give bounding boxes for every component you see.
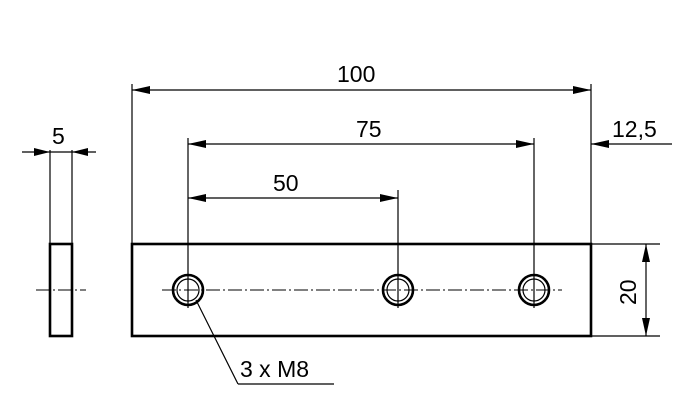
- front-view: [130, 242, 593, 338]
- thickness-arrow-right: [72, 148, 88, 156]
- callout-label: 3 x M8: [240, 356, 309, 382]
- callout-leader: [195, 299, 239, 385]
- height-label: 20: [615, 279, 641, 305]
- thickness-arrow-left: [34, 148, 50, 156]
- dimension-height: 20: [591, 243, 660, 337]
- hole-span-inner-text: 50: [273, 170, 299, 196]
- dimension-hole-span-inner: 50: [188, 170, 398, 202]
- extension-lines: [131, 84, 592, 272]
- overall-length-label: 100: [337, 61, 375, 87]
- hole-3: [517, 272, 551, 308]
- dimension-overall-length: 100: [132, 61, 591, 94]
- hole-2: [381, 272, 415, 308]
- edge-offset-label: 12,5: [612, 116, 657, 142]
- dimension-hole-span-outer: 75: [188, 116, 534, 148]
- hole-1: [171, 272, 205, 308]
- hole-callout: 3 x M8: [195, 299, 334, 385]
- side-view: 5: [22, 123, 96, 338]
- thickness-label: 5: [52, 123, 65, 149]
- hole-span-outer-label: 75: [356, 116, 382, 142]
- plate-outline: [130, 242, 593, 338]
- dimension-edge-offset: 12,5: [591, 116, 672, 148]
